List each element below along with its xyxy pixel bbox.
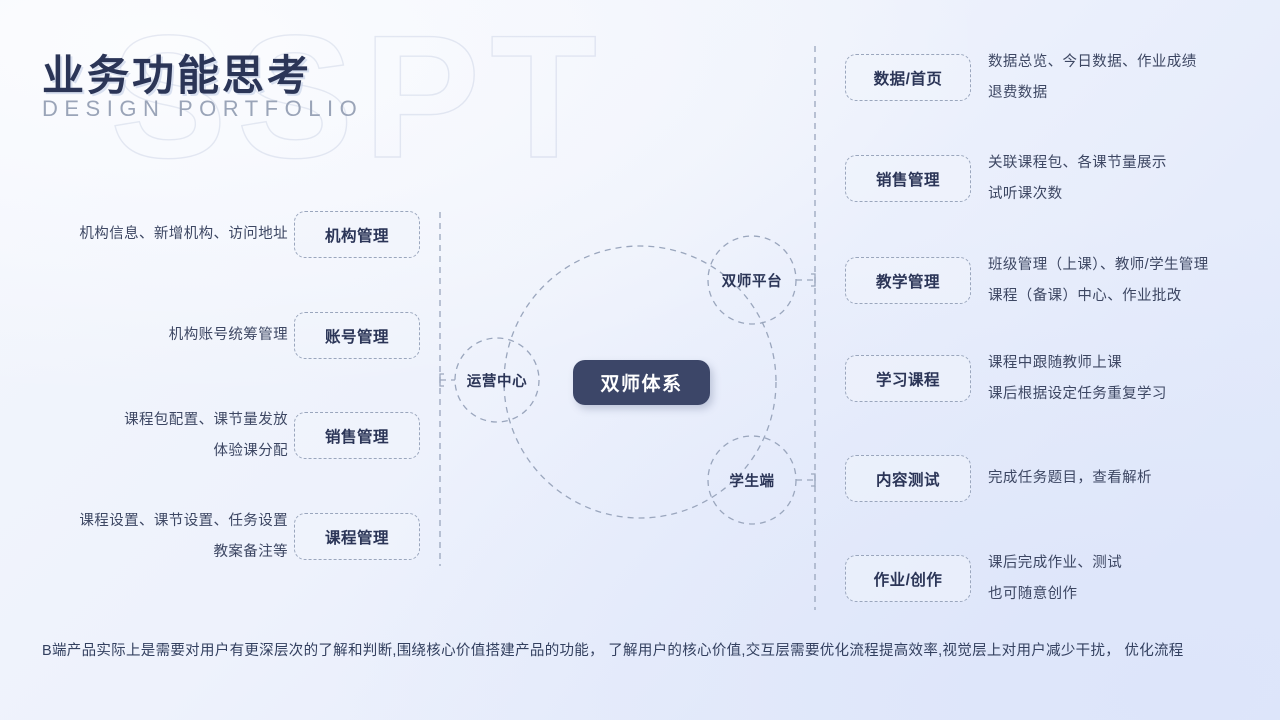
right-desc-teaching-management: 班级管理（上课）、教师/学生管理 课程（备课）中心、作业批改 — [988, 250, 1209, 312]
desc-line: 课程设置、课节设置、任务设置 — [79, 513, 288, 529]
desc-line: 关联课程包、各课节量展示 — [988, 155, 1167, 171]
left-desc-account-management: 机构账号统筹管理 — [169, 320, 288, 351]
desc-line: 课程中跟随教师上课 — [988, 355, 1123, 371]
right-desc-data-home: 数据总览、今日数据、作业成绩 退费数据 — [988, 47, 1197, 109]
right-desc-content-test: 完成任务题目，查看解析 — [988, 463, 1152, 494]
center-node-dual-teacher-system[interactable]: 双师体系 — [573, 360, 710, 405]
right-desc-homework-creation: 课后完成作业、测试 也可随意创作 — [988, 548, 1122, 610]
right-node-label: 教学管理 — [875, 273, 940, 291]
right-node-teaching-management[interactable]: 教学管理 — [845, 257, 971, 304]
left-node-institution-management[interactable]: 机构管理 — [294, 211, 420, 258]
right-node-label: 学习课程 — [875, 371, 940, 389]
center-node-label: 双师体系 — [600, 374, 683, 395]
desc-line: 试听课次数 — [988, 186, 1063, 202]
right-desc-learning-course: 课程中跟随教师上课 课后根据设定任务重复学习 — [988, 348, 1167, 410]
left-node-account-management[interactable]: 账号管理 — [294, 312, 420, 359]
desc-line: 机构信息、新增机构、访问地址 — [79, 226, 288, 242]
tick-student — [811, 473, 816, 487]
desc-line: 教案备注等 — [213, 544, 288, 560]
left-desc-course-management: 课程设置、课节设置、任务设置 教案备注等 — [79, 506, 288, 568]
right-desc-sales-management: 关联课程包、各课节量展示 试听课次数 — [988, 148, 1167, 210]
desc-line: 机构账号统筹管理 — [168, 327, 288, 343]
desc-line: 课后完成作业、测试 — [988, 555, 1123, 571]
watermark-sspt: SSPT — [109, 0, 608, 195]
left-desc-sales-management: 课程包配置、课节量发放 体验课分配 — [124, 405, 288, 467]
left-node-sales-management[interactable]: 销售管理 — [294, 412, 420, 459]
desc-line: 课后根据设定任务重复学习 — [988, 386, 1167, 402]
right-node-learning-course[interactable]: 学习课程 — [845, 355, 971, 402]
left-node-label: 销售管理 — [324, 428, 389, 446]
footer-summary-text: B端产品实际上是需要对用户有更深层次的了解和判断,围绕核心价值搭建产品的功能， … — [42, 643, 1184, 659]
left-node-label: 机构管理 — [324, 227, 389, 245]
right-node-data-home[interactable]: 数据/首页 — [845, 54, 971, 101]
page-subtitle: DESIGN PORTFOLIO — [42, 96, 364, 121]
right-node-sales-management[interactable]: 销售管理 — [845, 155, 971, 202]
right-node-content-test[interactable]: 内容测试 — [845, 455, 971, 502]
right-node-label: 内容测试 — [875, 471, 940, 489]
tick-platform — [811, 273, 816, 287]
left-node-course-management[interactable]: 课程管理 — [294, 513, 420, 560]
right-node-label: 销售管理 — [875, 171, 940, 189]
page-title: 业务功能思考 — [42, 52, 313, 99]
desc-line: 课程包配置、课节量发放 — [124, 412, 288, 428]
desc-line: 班级管理（上课）、教师/学生管理 — [988, 257, 1209, 273]
hub-label-student[interactable]: 学生端 — [729, 473, 775, 490]
desc-line: 课程（备课）中心、作业批改 — [988, 288, 1182, 304]
right-node-label: 作业/创作 — [873, 571, 943, 589]
desc-line: 退费数据 — [988, 85, 1048, 101]
desc-line: 完成任务题目，查看解析 — [988, 470, 1152, 486]
tick-operations-top — [439, 373, 444, 387]
hub-label-platform[interactable]: 双师平台 — [721, 273, 783, 290]
left-desc-institution-management: 机构信息、新增机构、访问地址 — [79, 219, 288, 250]
desc-line: 数据总览、今日数据、作业成绩 — [988, 54, 1197, 70]
left-node-label: 课程管理 — [324, 529, 389, 547]
left-node-label: 账号管理 — [324, 328, 389, 346]
right-node-homework-creation[interactable]: 作业/创作 — [845, 555, 971, 602]
hub-label-operations[interactable]: 运营中心 — [466, 373, 528, 390]
desc-line: 也可随意创作 — [988, 586, 1078, 602]
desc-line: 体验课分配 — [213, 443, 288, 459]
right-node-label: 数据/首页 — [873, 70, 943, 88]
